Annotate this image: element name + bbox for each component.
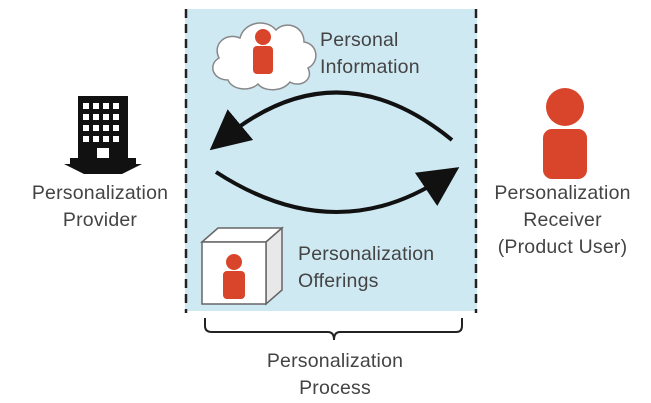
arrow-to-receiver: [214, 167, 460, 214]
personal-information-line2: Information: [320, 56, 420, 78]
process-line1: Personalization: [266, 350, 404, 372]
provider-label: Personalization Provider: [10, 180, 190, 234]
process-brace: [204, 318, 463, 341]
personal-information-label: Personal Information: [320, 27, 420, 81]
process-line2: Process: [299, 377, 371, 399]
receiver-label-line3: (Product User): [497, 236, 628, 258]
offerings-line1: Personalization: [298, 243, 435, 265]
cloud-with-person-icon: [212, 22, 317, 91]
provider-label-line2: Provider: [62, 209, 138, 231]
arrow-to-provider: [209, 90, 454, 151]
process-label: Personalization Process: [235, 348, 435, 402]
person-icon: [543, 88, 587, 179]
receiver-label: Personalization Receiver (Product User): [480, 180, 645, 261]
personal-information-line1: Personal: [320, 29, 399, 51]
receiver-label-line2: Receiver: [523, 209, 602, 231]
office-building-icon: [64, 96, 142, 174]
offerings-label: Personalization Offerings: [298, 241, 434, 295]
provider-label-line1: Personalization: [31, 182, 169, 204]
offerings-line2: Offerings: [298, 270, 379, 292]
receiver-label-line1: Personalization: [494, 182, 631, 204]
box-with-person-icon: [200, 226, 284, 306]
